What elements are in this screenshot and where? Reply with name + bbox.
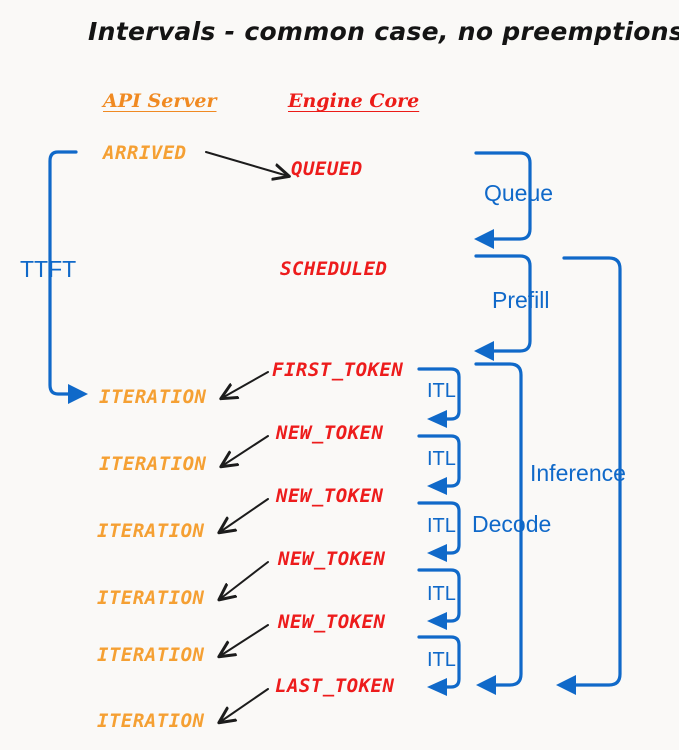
column-header-api-server: API Server (103, 90, 217, 112)
state-iteration-6: ITERATION (97, 710, 205, 732)
state-iteration-2: ITERATION (99, 453, 207, 475)
interval-bracket-itl-1 (417, 367, 461, 428)
state-iteration-5: ITERATION (97, 644, 205, 666)
state-iteration-4: ITERATION (97, 587, 205, 609)
state-new-token-1: NEW_TOKEN (276, 422, 384, 444)
page-title: Intervals - common case, no preemptions (88, 17, 679, 46)
interval-label-inference: Inference (530, 460, 626, 486)
arrow-first-token-to-iteration (222, 371, 269, 398)
interval-bracket-itl-5 (417, 635, 461, 696)
state-new-token-4: NEW_TOKEN (278, 611, 386, 633)
interval-label-itl-3: ITL (427, 515, 456, 537)
interval-bracket-prefill (474, 254, 532, 361)
state-queued: QUEUED (291, 158, 363, 180)
interval-bracket-decode (474, 362, 523, 695)
arrow-new-token-to-iteration-2 (220, 498, 269, 532)
arrow-last-token-to-iteration (220, 688, 269, 722)
arrow-new-token-to-iteration-1 (222, 435, 269, 466)
arrow-new-token-to-iteration-4 (220, 624, 269, 656)
state-last-token: LAST_TOKEN (275, 675, 395, 697)
state-iteration-1: ITERATION (99, 386, 207, 408)
interval-bracket-ttft (48, 150, 88, 404)
state-arrived: ARRIVED (103, 142, 187, 164)
interval-label-itl-2: ITL (427, 448, 456, 470)
interval-bracket-queue (474, 151, 532, 249)
state-new-token-2: NEW_TOKEN (276, 485, 384, 507)
interval-label-prefill: Prefill (492, 287, 550, 313)
interval-label-ttft: TTFT (20, 256, 77, 282)
interval-bracket-itl-3 (417, 501, 461, 562)
interval-bracket-itl-2 (417, 434, 461, 495)
interval-bracket-itl-4 (417, 568, 461, 630)
column-header-engine-core: Engine Core (288, 90, 420, 112)
interval-label-itl-1: ITL (427, 380, 456, 402)
interval-label-queue: Queue (484, 180, 554, 206)
interval-bracket-inference (556, 256, 622, 695)
interval-label-itl-4: ITL (427, 583, 456, 605)
state-iteration-3: ITERATION (97, 520, 205, 542)
state-new-token-3: NEW_TOKEN (278, 548, 386, 570)
interval-label-itl-5: ITL (427, 649, 456, 671)
arrow-new-token-to-iteration-3 (220, 561, 269, 599)
state-first-token: FIRST_TOKEN (272, 359, 404, 381)
state-scheduled: SCHEDULED (280, 258, 388, 280)
arrow-arrived-to-queued (205, 151, 288, 176)
interval-label-decode: Decode (472, 511, 552, 537)
